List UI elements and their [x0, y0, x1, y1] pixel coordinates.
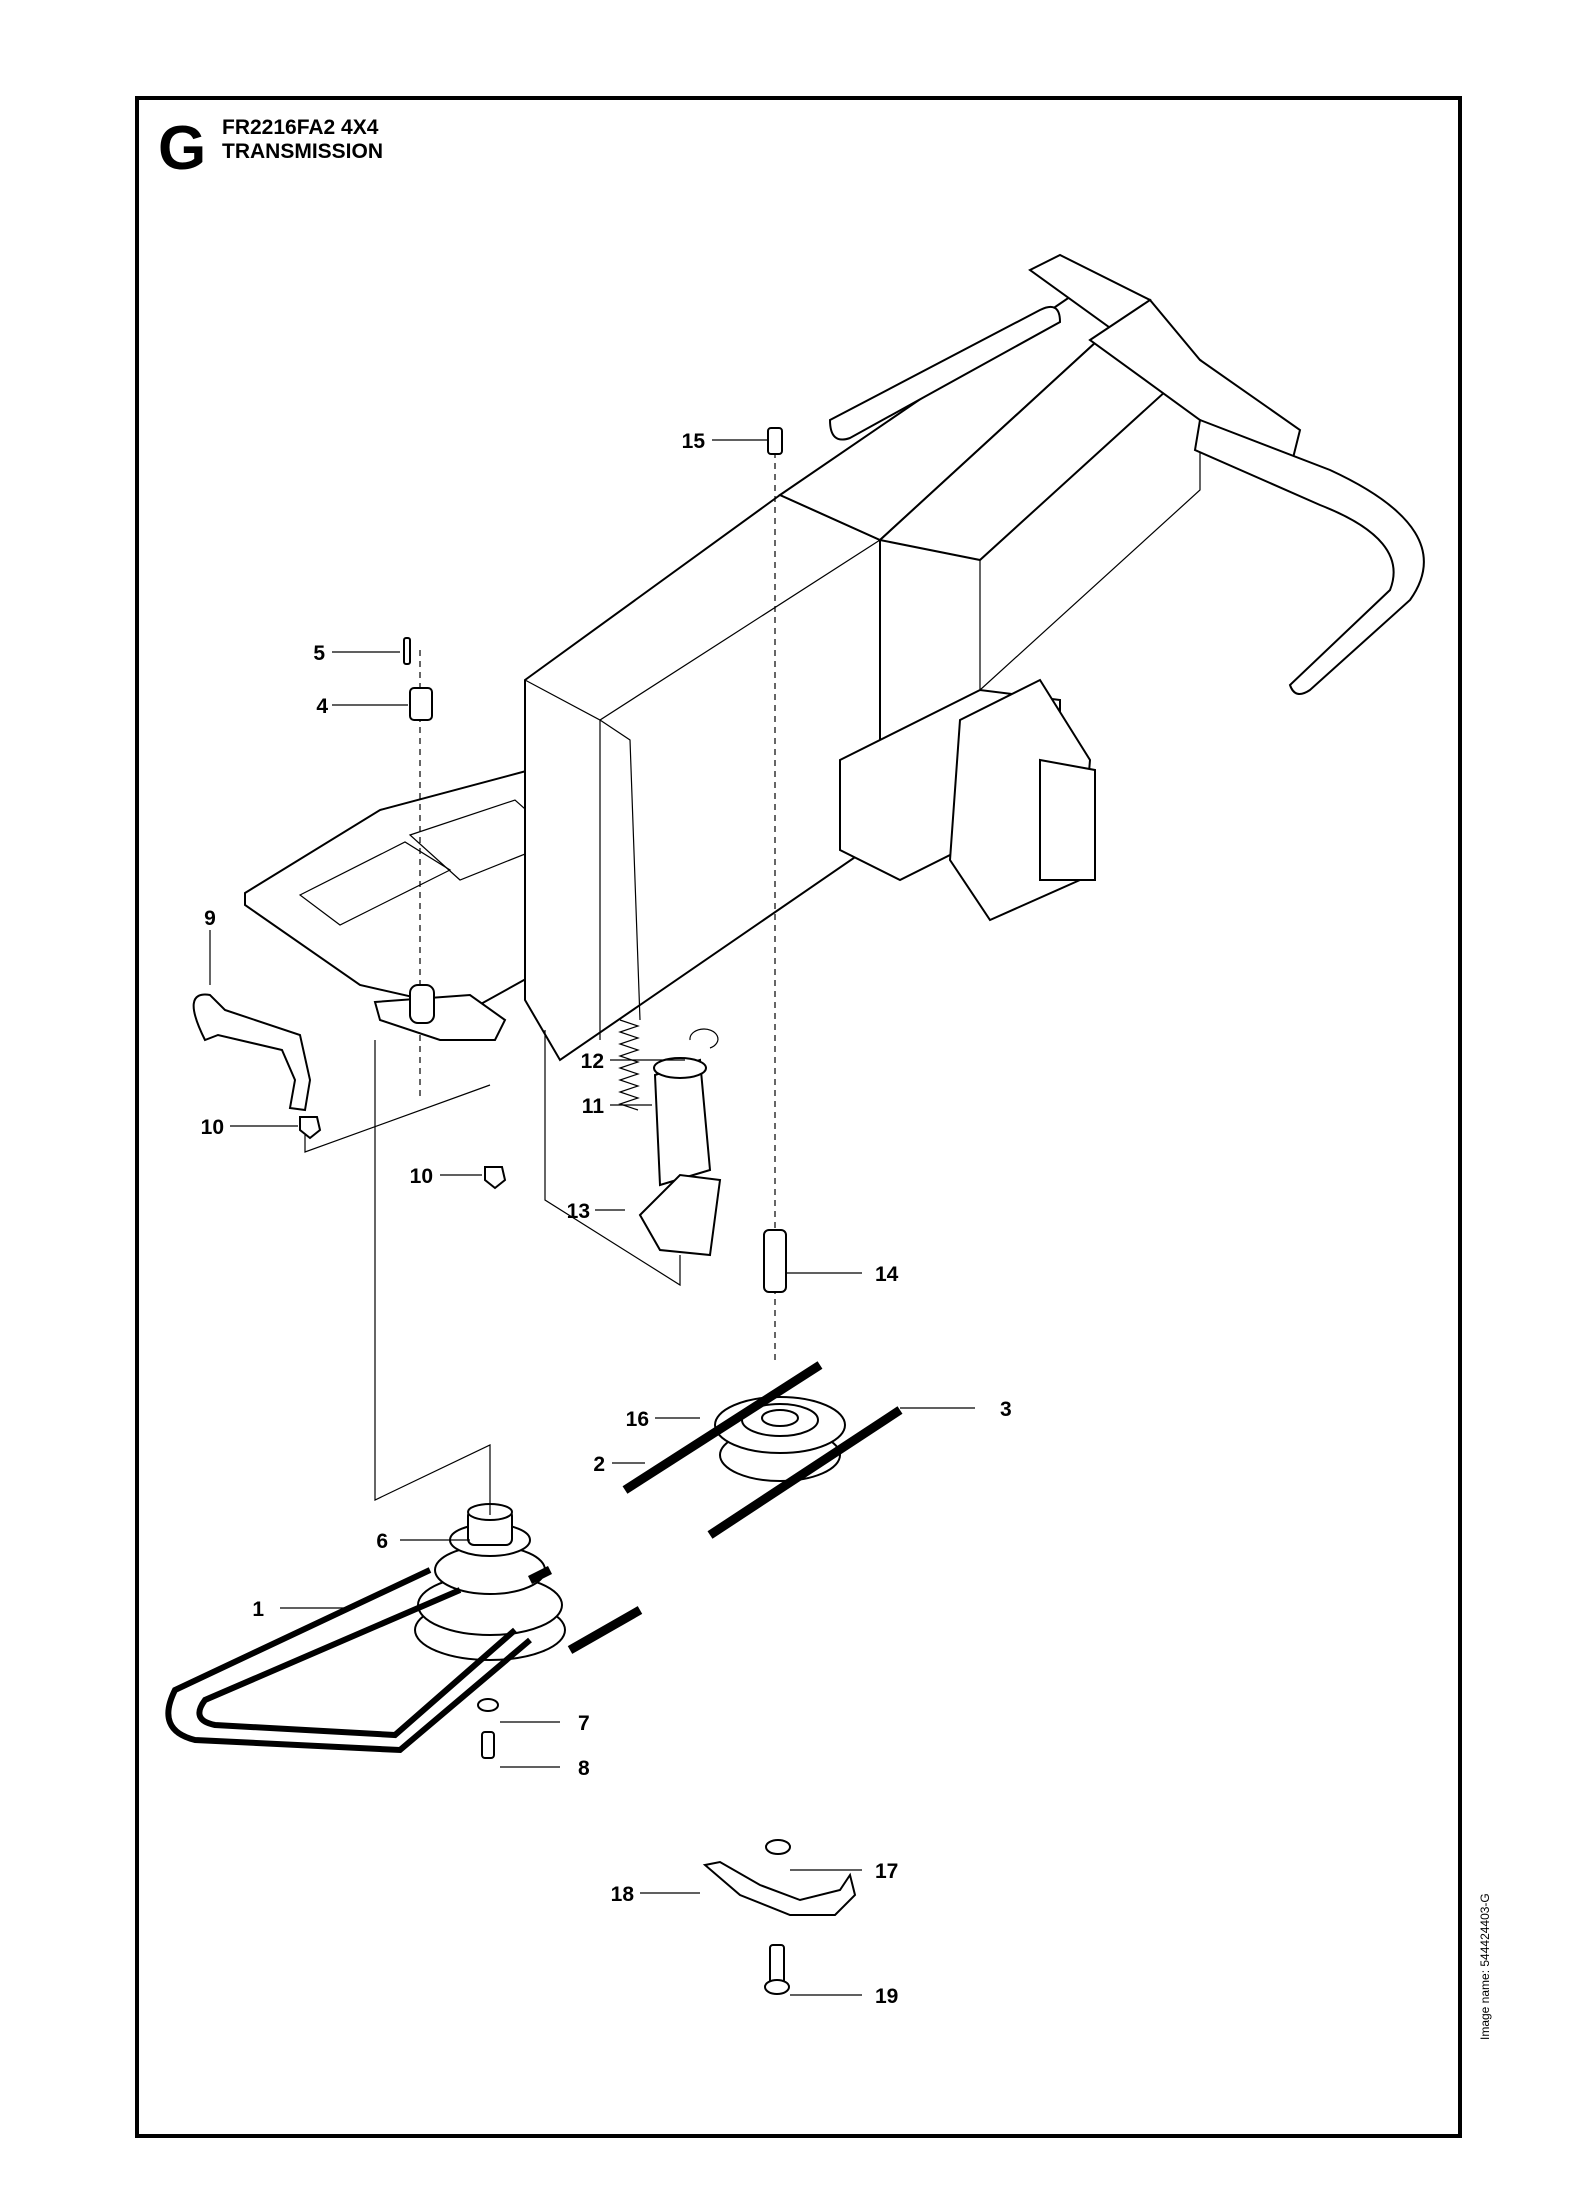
title-block: FR2216FA2 4X4 TRANSMISSION [222, 116, 383, 164]
callout-labels: 1 2 3 4 5 6 7 8 9 10 10 11 12 13 14 15 1… [201, 430, 1012, 2008]
callout-15: 15 [682, 430, 706, 453]
callout-17: 17 [875, 1860, 898, 1883]
small-hardware [403, 637, 857, 1995]
callout-18: 18 [611, 1883, 635, 1906]
callout-leaders [209, 439, 975, 1996]
callout-19: 19 [875, 1985, 898, 2008]
callout-13: 13 [567, 1200, 590, 1223]
callout-6: 6 [376, 1530, 388, 1553]
drive-belt [165, 1567, 532, 1754]
callout-12: 12 [581, 1050, 604, 1073]
callout-7: 7 [578, 1712, 590, 1735]
callout-10b: 10 [410, 1165, 433, 1188]
callout-4: 4 [316, 695, 328, 718]
chassis-frame [244, 253, 1425, 1360]
idler-arm-assembly [192, 984, 722, 1287]
callout-11: 11 [582, 1095, 605, 1118]
callout-14: 14 [875, 1263, 899, 1286]
drive-pulley [414, 1503, 566, 1661]
callout-10a: 10 [201, 1116, 224, 1139]
callout-2: 2 [593, 1453, 605, 1476]
diagram-frame [135, 96, 1462, 2138]
callout-5: 5 [313, 642, 325, 665]
model-name: FR2216FA2 4X4 [222, 116, 379, 139]
section-letter: G [158, 114, 207, 183]
callout-8: 8 [578, 1757, 590, 1780]
shaft-fasteners [763, 427, 787, 1293]
section-title: TRANSMISSION [222, 140, 384, 163]
callout-9: 9 [204, 907, 216, 930]
belt-strips [527, 1361, 903, 1654]
callout-1: 1 [252, 1598, 264, 1621]
idler-pulley [714, 1396, 846, 1482]
callout-3: 3 [1000, 1398, 1012, 1421]
callout-16: 16 [626, 1408, 649, 1431]
